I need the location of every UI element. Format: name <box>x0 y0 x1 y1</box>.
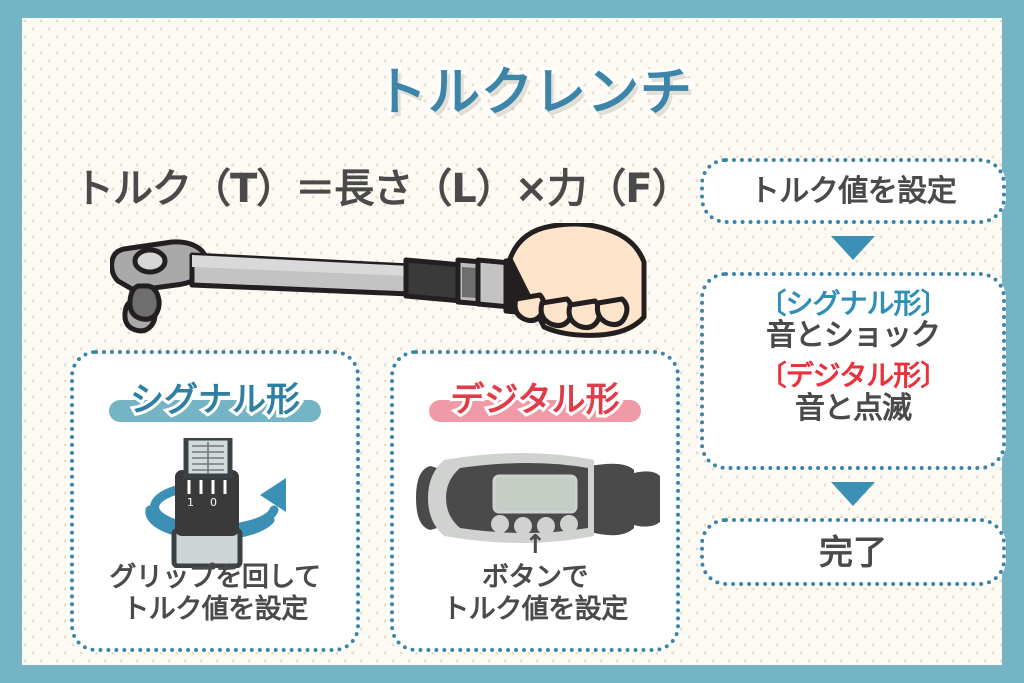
torque-wrench-illustration <box>109 221 650 348</box>
card-signal-title-highlight <box>109 400 321 422</box>
card-digital-caption: ↑ ボタンで トルク値を設定 <box>394 532 676 626</box>
usage-flow: トルク値を設定 〔シグナル形〕 音とショック 〔デジタル形〕 音と点滅 完了 <box>700 158 1006 586</box>
card-signal-type: シグナル形 <box>70 350 360 652</box>
flow-arrow-down-2-icon <box>831 482 875 506</box>
signal-grip-illustration: 1 0 <box>74 435 356 569</box>
card-digital-caption-line1: ボタンで <box>482 562 589 594</box>
flow-arrow-down-1-icon <box>831 236 875 260</box>
signal-grip-svg: 1 0 <box>145 435 286 569</box>
flow-step-2-signal-label: 〔シグナル形〕 <box>758 287 948 320</box>
card-digital-title: デジタル形 <box>447 377 622 423</box>
card-digital-title-highlight <box>429 400 641 422</box>
card-signal-title: シグナル形 <box>127 377 303 423</box>
flow-step-1: トルク値を設定 <box>700 158 1006 224</box>
card-digital-type: デジタル形 <box>390 350 680 652</box>
flow-step-3-label: 完了 <box>819 533 887 573</box>
up-arrow-icon: ↑ <box>524 530 546 561</box>
content-panel: トルクレンチ トルク（T）＝長さ（L）×力（F） <box>22 18 1006 665</box>
card-signal-title-wrap: シグナル形 <box>74 372 356 428</box>
svg-text:0: 0 <box>210 496 217 509</box>
wrench-svg <box>109 221 647 338</box>
card-signal-caption-line1: グリップを回して <box>109 562 321 594</box>
digital-display-illustration <box>394 438 676 568</box>
card-digital-caption-line2: トルク値を設定 <box>442 594 628 626</box>
page-title: トルクレンチ <box>371 60 695 127</box>
flow-step-2-signal-desc: 音とショック <box>766 318 941 354</box>
flow-step-1-label: トルク値を設定 <box>749 174 957 209</box>
flow-step-2-digital-desc: 音と点滅 <box>795 390 912 426</box>
card-signal-caption: グリップを回して トルク値を設定 <box>74 562 356 626</box>
flow-step-2: 〔シグナル形〕 音とショック 〔デジタル形〕 音と点滅 <box>700 272 1006 470</box>
card-digital-title-wrap: デジタル形 <box>394 372 676 428</box>
digital-display-svg <box>416 453 660 543</box>
flow-step-2-digital-label: 〔デジタル形〕 <box>758 359 948 393</box>
card-signal-caption-line2: トルク値を設定 <box>122 594 308 626</box>
svg-text:1: 1 <box>187 496 194 509</box>
torque-formula: トルク（T）＝長さ（L）×力（F） <box>74 166 692 212</box>
flow-step-3: 完了 <box>700 518 1006 586</box>
